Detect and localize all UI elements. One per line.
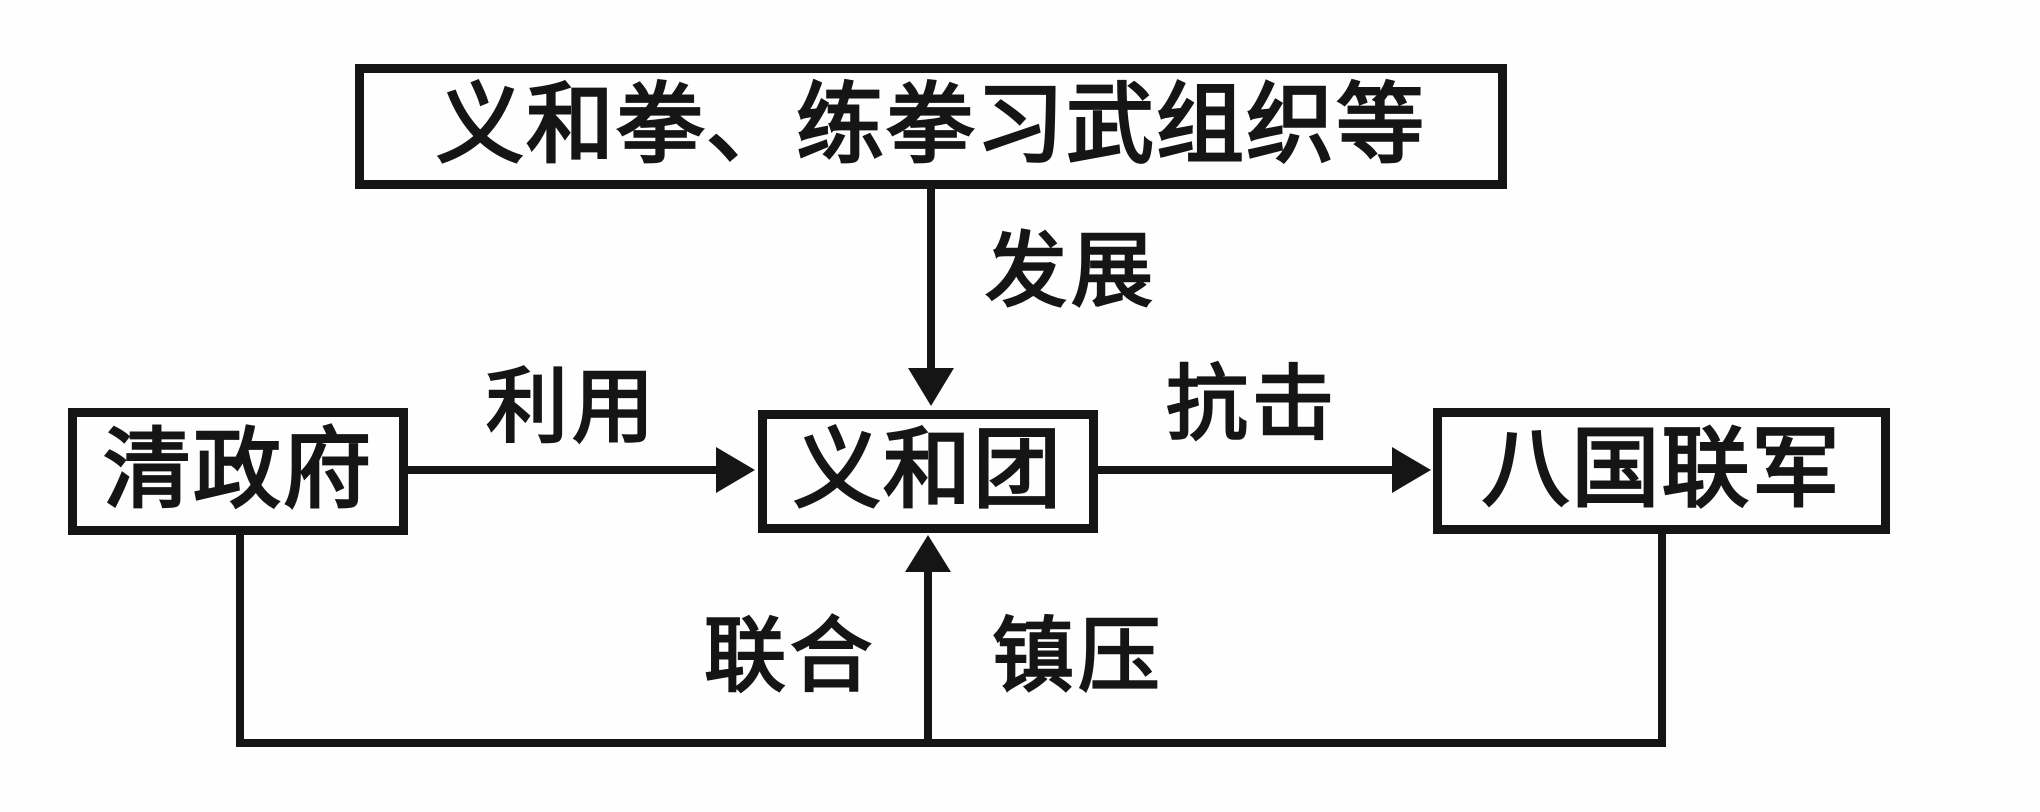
edge-label-suppress: 镇压: [991, 611, 1165, 702]
node-yihetuan-label: 义和团: [792, 422, 1063, 520]
node-eight-nation-alliance: 八国联军: [1433, 408, 1890, 534]
node-boxer-origins-label: 义和拳、练拳习武组织等: [435, 77, 1426, 175]
edge-label-use: 利用: [485, 362, 659, 453]
arrow-resist-head: [1392, 447, 1431, 493]
edge-label-develop: 发展: [984, 226, 1158, 317]
node-yihetuan: 义和团: [758, 410, 1098, 533]
node-qing-government: 清政府: [68, 408, 408, 535]
arrow-use-head: [716, 447, 755, 493]
edge-label-resist: 抗击: [1165, 359, 1339, 450]
node-boxer-origins: 义和拳、练拳习武组织等: [355, 64, 1507, 189]
node-qing-government-label: 清政府: [102, 422, 373, 520]
arrow-develop-head: [908, 368, 954, 406]
node-eight-nation-alliance-label: 八国联军: [1481, 422, 1842, 519]
arrow-suppress-head: [905, 535, 951, 572]
edge-label-unite: 联合: [703, 611, 877, 702]
